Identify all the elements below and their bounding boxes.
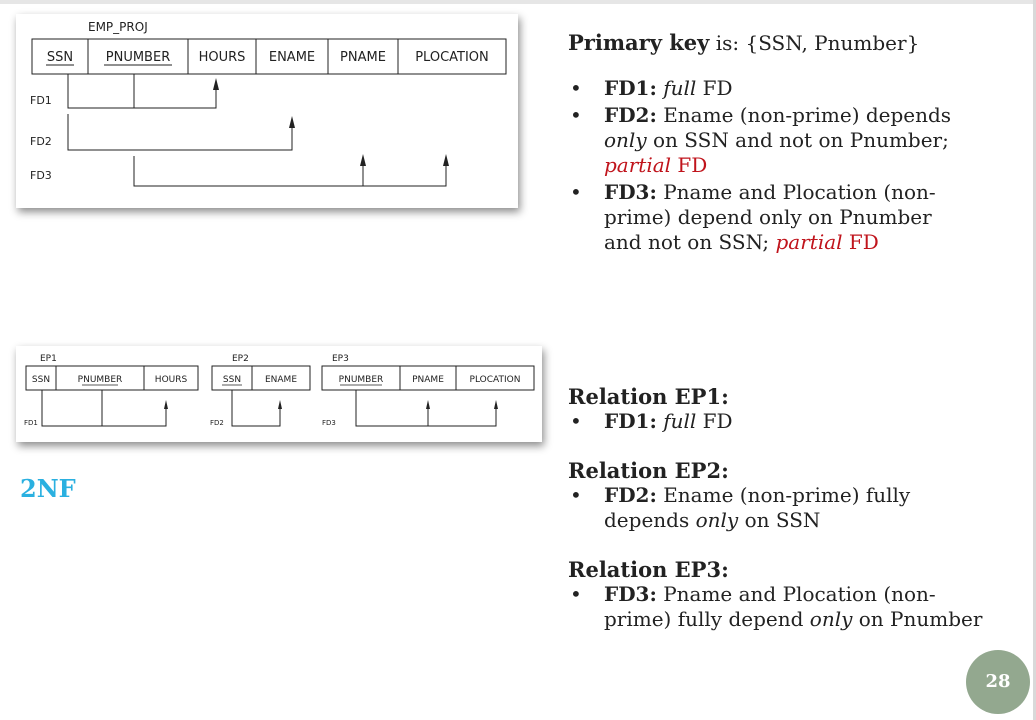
relation-ep2-bullet: •FD2: Ename (non-prime) fully depends on…: [570, 483, 911, 532]
ep2-col-ssn: SSN: [223, 375, 241, 385]
relation-ep3-bullet: •FD3: Pname and Plocation (non-prime) fu…: [570, 582, 983, 631]
ep1-title: EP1: [40, 354, 57, 364]
emp-proj-title: EMP_PROJ: [88, 20, 148, 34]
fd3-line: [133, 156, 447, 187]
emp-proj-col-pname: PNAME: [340, 50, 386, 65]
ep3-col-pnumber: PNUMBER: [339, 375, 384, 385]
emp-proj-diagram: EMP_PROJ SSN PNUMBER HOURS ENAME PNAME P…: [16, 14, 518, 208]
fd1-line: [67, 74, 217, 109]
ep2-title: EP2: [232, 354, 249, 364]
fd3-bullet: •FD3: Pname and Plocation (non-prime) de…: [570, 180, 936, 254]
ep2-col-ename: ENAME: [265, 375, 297, 385]
ep1-col-ssn: SSN: [32, 375, 50, 385]
normal-form-label: 2NF: [20, 474, 76, 503]
emp-proj-col-ename: ENAME: [269, 50, 315, 65]
fd2-line: [67, 114, 293, 151]
primary-key-line: Primary key is: {SSN, Pnumber}: [568, 30, 920, 55]
fd3-arrow-pname: [360, 154, 366, 166]
slide-number-badge: 28: [966, 650, 1030, 714]
fd3-arrow-plocation: [443, 154, 449, 166]
fd2-arrow: [289, 116, 295, 128]
ep3-fd-label: FD3: [322, 419, 336, 427]
fd1-arrow: [213, 78, 219, 90]
relations-block: Relation EP1: •FD1: full FD Relation EP2…: [568, 384, 982, 632]
fd3-label: FD3: [30, 169, 52, 182]
ep1-fd-label: FD1: [24, 419, 38, 427]
ep3-col-plocation: PLOCATION: [470, 375, 521, 385]
relation-ep2-heading: Relation EP2:: [568, 458, 729, 483]
emp-proj-col-pnumber: PNUMBER: [106, 50, 170, 65]
decomposed-diagram: EP1 SSN PNUMBER HOURS FD1 EP2 SSN ENAME …: [16, 346, 542, 442]
fd1-label: FD1: [30, 94, 52, 107]
ep1-col-hours: HOURS: [155, 375, 188, 385]
relation-ep3-heading: Relation EP3:: [568, 557, 729, 582]
emp-proj-col-ssn: SSN: [47, 50, 73, 65]
ep1-fd-line: [41, 390, 167, 427]
relation-ep1-heading: Relation EP1:: [568, 384, 729, 409]
ep3-title: EP3: [332, 354, 349, 364]
ep3-col-pname: PNAME: [412, 375, 444, 385]
fd2-label: FD2: [30, 135, 52, 148]
ep2-fd-line: [231, 390, 281, 427]
relation-ep1-bullet: •FD1: full FD: [570, 409, 733, 433]
ep2-fd-label: FD2: [210, 419, 224, 427]
top-border: [0, 0, 1036, 4]
primary-key-block: Primary key is: {SSN, Pnumber} •FD1: ful…: [568, 30, 968, 255]
ep1-col-pnumber: PNUMBER: [78, 375, 123, 385]
fd2-bullet: •FD2: Ename (non-prime) depends only on …: [570, 103, 952, 177]
emp-proj-col-plocation: PLOCATION: [415, 50, 489, 65]
emp-proj-col-hours: HOURS: [199, 50, 246, 65]
right-border: [1033, 0, 1036, 720]
fd1-bullet: •FD1: full FD: [570, 76, 733, 100]
ep3-fd-line: [355, 390, 497, 427]
